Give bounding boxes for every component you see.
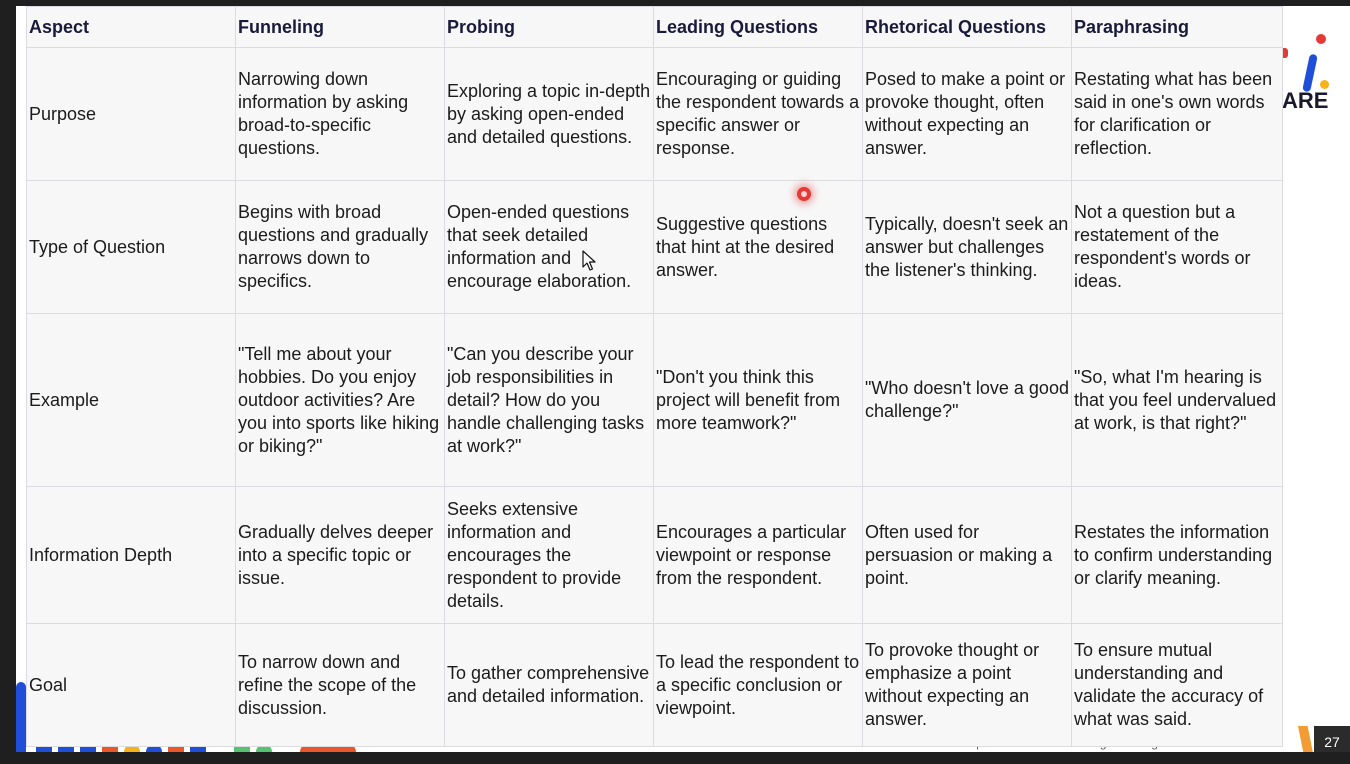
row-aspect-label: Goal — [26, 623, 236, 747]
table-cell: Open-ended questions that seek detailed … — [444, 180, 654, 314]
logo-i-dot — [1316, 34, 1326, 44]
table-cell: To provoke thought or emphasize a point … — [862, 623, 1072, 747]
table-cell: Encouraging or guiding the respondent to… — [653, 47, 863, 181]
header-probing: Probing — [444, 6, 654, 48]
table-cell: Seeks extensive information and encourag… — [444, 486, 654, 624]
table-cell: Not a question but a restatement of the … — [1071, 180, 1283, 314]
header-aspect: Aspect — [26, 6, 236, 48]
page-number: 27 — [1314, 726, 1350, 752]
page-number-accent — [1298, 726, 1314, 752]
table-cell: "Tell me about your hobbies. Do you enjo… — [235, 313, 445, 487]
recording-indicator-icon — [797, 187, 811, 201]
table-cell: To lead the respondent to a specific con… — [653, 623, 863, 747]
table-cell: Posed to make a point or provoke thought… — [862, 47, 1072, 181]
table-cell: "So, what I'm hearing is that you feel u… — [1071, 313, 1283, 487]
company-logo: ARE — [1278, 30, 1348, 120]
comparison-table: Aspect Funneling Probing Leading Questio… — [26, 6, 1283, 747]
header-rhetorical-questions: Rhetorical Questions — [862, 6, 1072, 48]
table-cell: Suggestive questions that hint at the de… — [653, 180, 863, 314]
table-cell: Narrowing down information by asking bro… — [235, 47, 445, 181]
logo-red-mark — [1280, 48, 1288, 58]
row-aspect-label: Information Depth — [26, 486, 236, 624]
table-cell: Gradually delves deeper into a specific … — [235, 486, 445, 624]
table-row: Example "Tell me about your hobbies. Do … — [26, 313, 1283, 487]
row-aspect-label: Example — [26, 313, 236, 487]
row-aspect-label: Purpose — [26, 47, 236, 181]
table-row: Goal To narrow down and refine the scope… — [26, 623, 1283, 747]
table-cell: "Can you describe your job responsibilit… — [444, 313, 654, 487]
header-leading-questions: Leading Questions — [653, 6, 863, 48]
mouse-pointer-icon — [582, 250, 596, 271]
page-number-badge: 27 — [1298, 726, 1350, 752]
table-cell: "Who doesn't love a good challenge?" — [862, 313, 1072, 487]
table-cell: Often used for persuasion or making a po… — [862, 486, 1072, 624]
table-cell: Typically, doesn't seek an answer but ch… — [862, 180, 1072, 314]
row-aspect-label: Type of Question — [26, 180, 236, 314]
table-cell: Begins with broad questions and graduall… — [235, 180, 445, 314]
table-row: Information Depth Gradually delves deepe… — [26, 486, 1283, 624]
table-cell: To narrow down and refine the scope of t… — [235, 623, 445, 747]
table-row: Type of Question Begins with broad quest… — [26, 180, 1283, 314]
table-cell: "Don't you think this project will benef… — [653, 313, 863, 487]
logo-i-stem — [1302, 53, 1318, 93]
table-cell: Encourages a particular viewpoint or res… — [653, 486, 863, 624]
logo-yellow-dot — [1320, 80, 1329, 89]
table-row: Purpose Narrowing down information by as… — [26, 47, 1283, 181]
table-header-row: Aspect Funneling Probing Leading Questio… — [26, 6, 1283, 48]
table-cell: Exploring a topic in-depth by asking ope… — [444, 47, 654, 181]
table-cell: To gather comprehensive and detailed inf… — [444, 623, 654, 747]
table-cell: Restating what has been said in one's ow… — [1071, 47, 1283, 181]
table-cell: Restates the information to confirm unde… — [1071, 486, 1283, 624]
decorative-color-strip — [36, 744, 356, 752]
logo-word: ARE — [1282, 88, 1329, 113]
header-funneling: Funneling — [235, 6, 445, 48]
blue-accent-bar — [16, 682, 26, 752]
header-paraphrasing: Paraphrasing — [1071, 6, 1283, 48]
table-cell: To ensure mutual understanding and valid… — [1071, 623, 1283, 747]
